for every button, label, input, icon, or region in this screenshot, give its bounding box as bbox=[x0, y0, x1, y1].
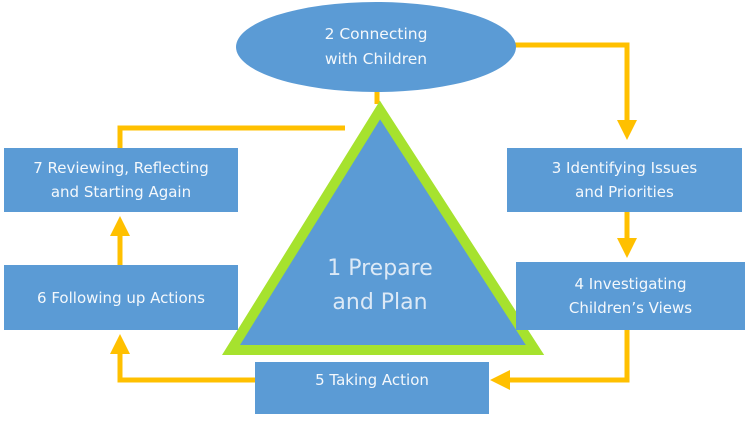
center-label-line: and Plan bbox=[332, 290, 428, 315]
arrow-5-to-6 bbox=[110, 334, 255, 383]
step-3-identifying: 3 Identifying Issues and Priorities bbox=[507, 148, 742, 212]
step-label: 2 Connecting bbox=[324, 25, 428, 43]
step-5-taking-action: 5 Taking Action bbox=[255, 362, 489, 414]
step-label: and Starting Again bbox=[50, 183, 192, 201]
step-2-connecting: 2 Connecting with Children bbox=[236, 2, 516, 92]
arrow-2-to-3 bbox=[512, 42, 637, 140]
step-label: and Priorities bbox=[575, 183, 674, 201]
step-7-reviewing: 7 Reviewing, Reflecting and Starting Agai… bbox=[4, 148, 238, 212]
step-label: 6 Following up Actions bbox=[37, 288, 205, 307]
center-label: 1 Prepare and Plan bbox=[290, 252, 470, 320]
step-label: 7 Reviewing, Reflecting bbox=[33, 159, 209, 177]
step-label: 3 Identifying Issues bbox=[551, 159, 698, 177]
step-label: 5 Taking Action bbox=[315, 371, 429, 389]
center-label-line: 1 Prepare bbox=[327, 256, 433, 281]
step-6-following-up: 6 Following up Actions bbox=[4, 265, 238, 330]
step-label: Children’s Views bbox=[568, 299, 693, 317]
step-label: with Children bbox=[324, 50, 428, 68]
center-triangle bbox=[222, 100, 545, 355]
line-7-to-center bbox=[117, 125, 345, 148]
arrow-4-to-5 bbox=[490, 330, 630, 390]
step-label: 4 Investigating bbox=[574, 275, 687, 293]
